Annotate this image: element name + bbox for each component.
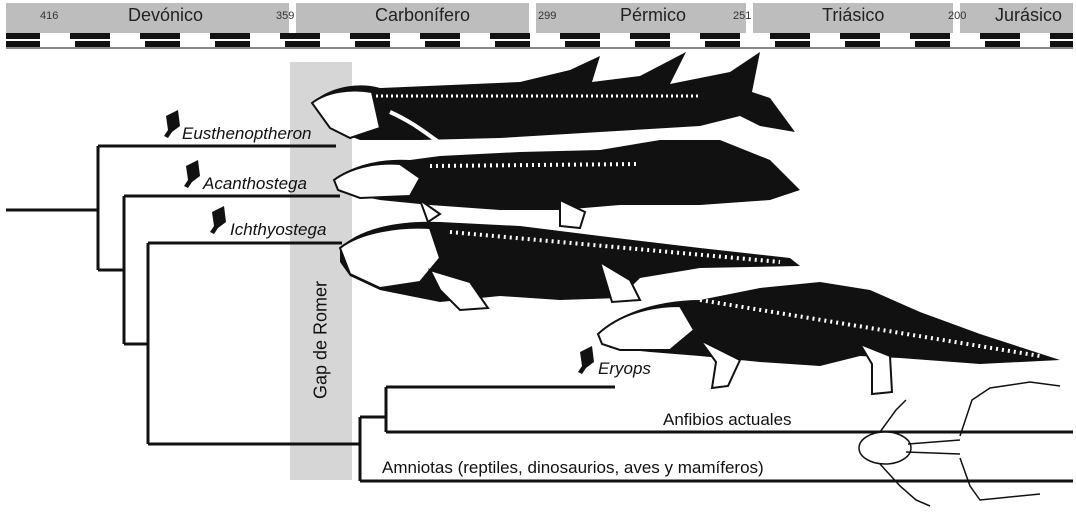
eusthenopteron-silhouette: [312, 52, 795, 156]
taxon-label-ichthyostega: Ichthyostega: [230, 220, 326, 240]
taxon-label-acanthostega: Acanthostega: [203, 174, 307, 194]
group-label-amniotes: Amniotas (reptiles, dinosaurios, aves y …: [382, 458, 764, 478]
fossil-pin-icon: [184, 160, 200, 188]
fossil-pin-icon: [210, 206, 226, 234]
frog-skeleton: [859, 382, 1060, 506]
eryops-silhouette: [598, 282, 1060, 394]
group-label-amphibians: Anfibios actuales: [663, 410, 792, 430]
taxon-label-eusthenopteron: Eusthenoptheron: [182, 124, 312, 144]
fossil-pin-icon: [164, 110, 180, 138]
acanthostega-silhouette: [334, 140, 800, 228]
taxon-label-eryops: Eryops: [598, 359, 651, 379]
fossil-pin-icon: [578, 346, 594, 374]
